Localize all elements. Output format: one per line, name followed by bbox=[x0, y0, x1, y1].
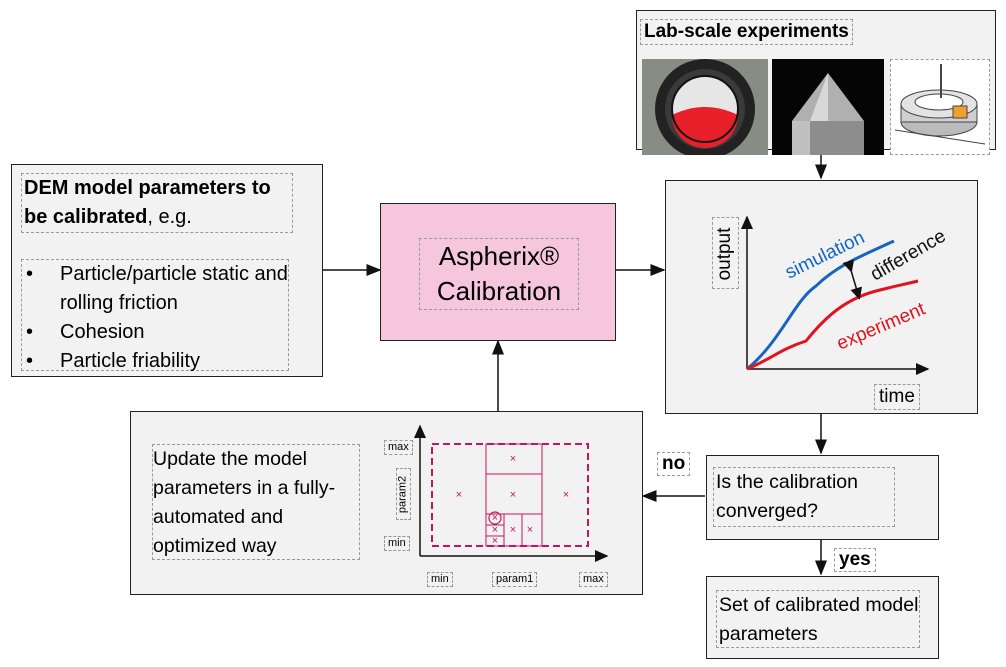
rotating-drum-photo bbox=[642, 59, 768, 155]
dem-bullet-item: • Cohesion bbox=[22, 318, 288, 347]
param1-max-label: max bbox=[579, 572, 608, 587]
param2-max-label: max bbox=[384, 440, 413, 455]
graph-xlabel: time bbox=[874, 384, 920, 410]
param1-min-label: min bbox=[427, 572, 453, 587]
calibrated-parameters-box: Set of calibrated model parameters bbox=[706, 576, 939, 659]
subdivision-grid bbox=[485, 443, 543, 547]
experiment-label: experiment bbox=[834, 298, 929, 354]
param1-axis-label: param1 bbox=[492, 572, 538, 587]
difference-arrow bbox=[842, 259, 863, 300]
angle-of-repose-photo bbox=[772, 59, 884, 155]
lab-experiments-box: Lab-scale experiments bbox=[636, 10, 996, 155]
optimum-marker bbox=[488, 511, 502, 525]
param2-axis-label: param2 bbox=[396, 475, 409, 514]
simulation-graph-box: simulation difference experiment output … bbox=[665, 180, 978, 414]
convergence-decision-box: Is the calibration converged? bbox=[706, 455, 939, 540]
difference-label: difference bbox=[867, 226, 949, 286]
sample-point: × bbox=[492, 512, 498, 524]
lab-title: Lab-scale experiments bbox=[640, 19, 853, 45]
comparison-plot: simulation difference experiment bbox=[741, 215, 949, 375]
dem-bullet-list: • Particle/particle static and rolling f… bbox=[21, 259, 289, 372]
decision-text: Is the calibration converged? bbox=[713, 467, 895, 527]
bullet-dot-icon: • bbox=[26, 350, 34, 372]
sample-point: × bbox=[510, 489, 516, 501]
sample-point: × bbox=[492, 535, 498, 547]
dem-heading: DEM model parameters to be calibrated, e… bbox=[21, 173, 293, 233]
param2-axis-label-wrap: param2 bbox=[396, 468, 411, 520]
calibration-title-line1: Aspherix® bbox=[438, 241, 560, 271]
dem-bullet-item: • Particle/particle static and rolling f… bbox=[22, 260, 288, 318]
update-parameters-box: Update the model parameters in a fully-a… bbox=[130, 411, 643, 595]
simulation-label: simulation bbox=[782, 227, 868, 283]
no-branch-label: no bbox=[657, 452, 691, 476]
sample-point: × bbox=[527, 524, 533, 536]
param2-min-label: min bbox=[384, 536, 410, 551]
experiment-curve bbox=[746, 279, 919, 371]
sample-point: × bbox=[510, 453, 516, 465]
sample-point: × bbox=[563, 489, 569, 501]
sample-point: × bbox=[456, 489, 462, 501]
simulation-curve bbox=[746, 239, 895, 371]
sample-point: × bbox=[510, 524, 516, 536]
dem-bullet-item: • Particle friability bbox=[22, 347, 288, 376]
result-text: Set of calibrated model parameters bbox=[716, 590, 920, 648]
update-text: Update the model parameters in a fully-a… bbox=[152, 444, 360, 560]
calibration-title-line2: Calibration bbox=[436, 276, 562, 306]
dem-bullet-text: Particle friability bbox=[60, 350, 201, 372]
graph-ylabel-wrap: output bbox=[712, 217, 739, 289]
dem-bullet-text: Cohesion bbox=[60, 321, 145, 343]
sample-point: × bbox=[492, 524, 498, 536]
bullet-dot-icon: • bbox=[26, 263, 34, 285]
dem-heading-rest: , e.g. bbox=[147, 206, 192, 228]
dem-parameters-box: DEM model parameters to be calibrated, e… bbox=[11, 164, 323, 377]
dem-bullet-text: Particle/particle static and rolling fri… bbox=[60, 263, 288, 314]
calibration-title: Aspherix® Calibration bbox=[419, 238, 579, 310]
dem-heading-bold: DEM model parameters to be calibrated bbox=[24, 177, 271, 228]
yes-branch-label: yes bbox=[834, 548, 876, 572]
graph-ylabel: output bbox=[714, 227, 735, 281]
aspherix-calibration-box: Aspherix® Calibration bbox=[380, 203, 616, 341]
parameter-space-plot: × × × × × × × × × bbox=[414, 424, 609, 562]
bullet-dot-icon: • bbox=[26, 321, 34, 343]
shear-cell-drawing bbox=[890, 59, 990, 155]
